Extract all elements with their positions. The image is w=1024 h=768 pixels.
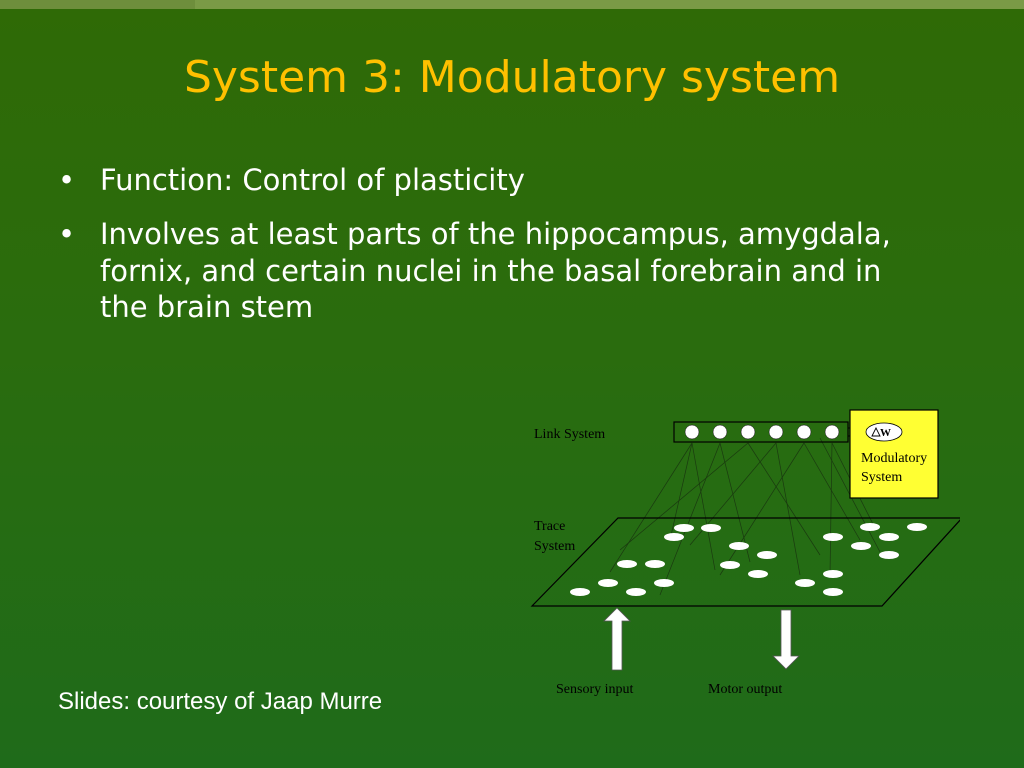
- trace-node: [907, 523, 927, 531]
- link-node: [740, 424, 756, 440]
- trace-node: [701, 524, 721, 532]
- trace-node: [598, 579, 618, 587]
- sensory-input-arrow-icon: [603, 607, 631, 671]
- sensory-input-label: Sensory input: [556, 682, 634, 697]
- trace-node: [851, 542, 871, 550]
- delta-w-label: W: [880, 427, 891, 439]
- bullet-item: • Function: Control of plasticity: [58, 162, 918, 198]
- link-node: [796, 424, 812, 440]
- motor-output-arrow-icon: [772, 609, 800, 670]
- trace-node: [879, 551, 899, 559]
- trace-node: [617, 560, 637, 568]
- bullet-text: Involves at least parts of the hippocamp…: [100, 217, 891, 324]
- bullet-text: Function: Control of plasticity: [100, 163, 525, 197]
- trace-node: [720, 561, 740, 569]
- trace-node: [570, 588, 590, 596]
- trace-node: [879, 533, 899, 541]
- slide-credit: Slides: courtesy of Jaap Murre: [58, 688, 383, 715]
- trace-node: [748, 570, 768, 578]
- link-node: [768, 424, 784, 440]
- trace-node: [664, 533, 684, 541]
- memory-systems-diagram: Link System W Modulatory System Trace Sy…: [530, 409, 960, 697]
- trace-node: [645, 560, 665, 568]
- top-accent-bar: [0, 0, 1024, 9]
- delta-icon: [871, 426, 881, 437]
- trace-label: Trace: [534, 519, 565, 534]
- trace-node: [729, 542, 749, 550]
- motor-output-label: Motor output: [708, 682, 782, 697]
- trace-node: [674, 524, 694, 532]
- delta-w-node: [865, 422, 903, 442]
- trace-node: [757, 551, 777, 559]
- trace-node: [823, 570, 843, 578]
- trace-node: [860, 523, 880, 531]
- trace-system-plane: [530, 517, 960, 607]
- trace-node: [626, 588, 646, 596]
- bullet-dot-icon: •: [58, 217, 76, 252]
- link-node: [684, 424, 700, 440]
- trace-node: [654, 579, 674, 587]
- trace-nodes: [570, 523, 927, 596]
- trace-node: [823, 533, 843, 541]
- trace-node: [795, 579, 815, 587]
- bullet-item: • Involves at least parts of the hippoca…: [58, 216, 918, 325]
- trace-node: [823, 588, 843, 596]
- link-node: [712, 424, 728, 440]
- bullet-dot-icon: •: [58, 163, 76, 197]
- bullet-list: • Function: Control of plasticity • Invo…: [58, 162, 918, 343]
- link-system-nodes: [684, 424, 840, 440]
- slide-title: System 3: Modulatory system: [183, 52, 841, 103]
- modulatory-label: Modulatory: [861, 451, 927, 466]
- modulatory-label: System: [861, 470, 902, 485]
- link-system-label: Link System: [534, 427, 605, 442]
- trace-label: System: [534, 539, 575, 554]
- top-accent-bar-segment: [0, 0, 195, 9]
- link-system-bar: [673, 421, 849, 443]
- link-node: [824, 424, 840, 440]
